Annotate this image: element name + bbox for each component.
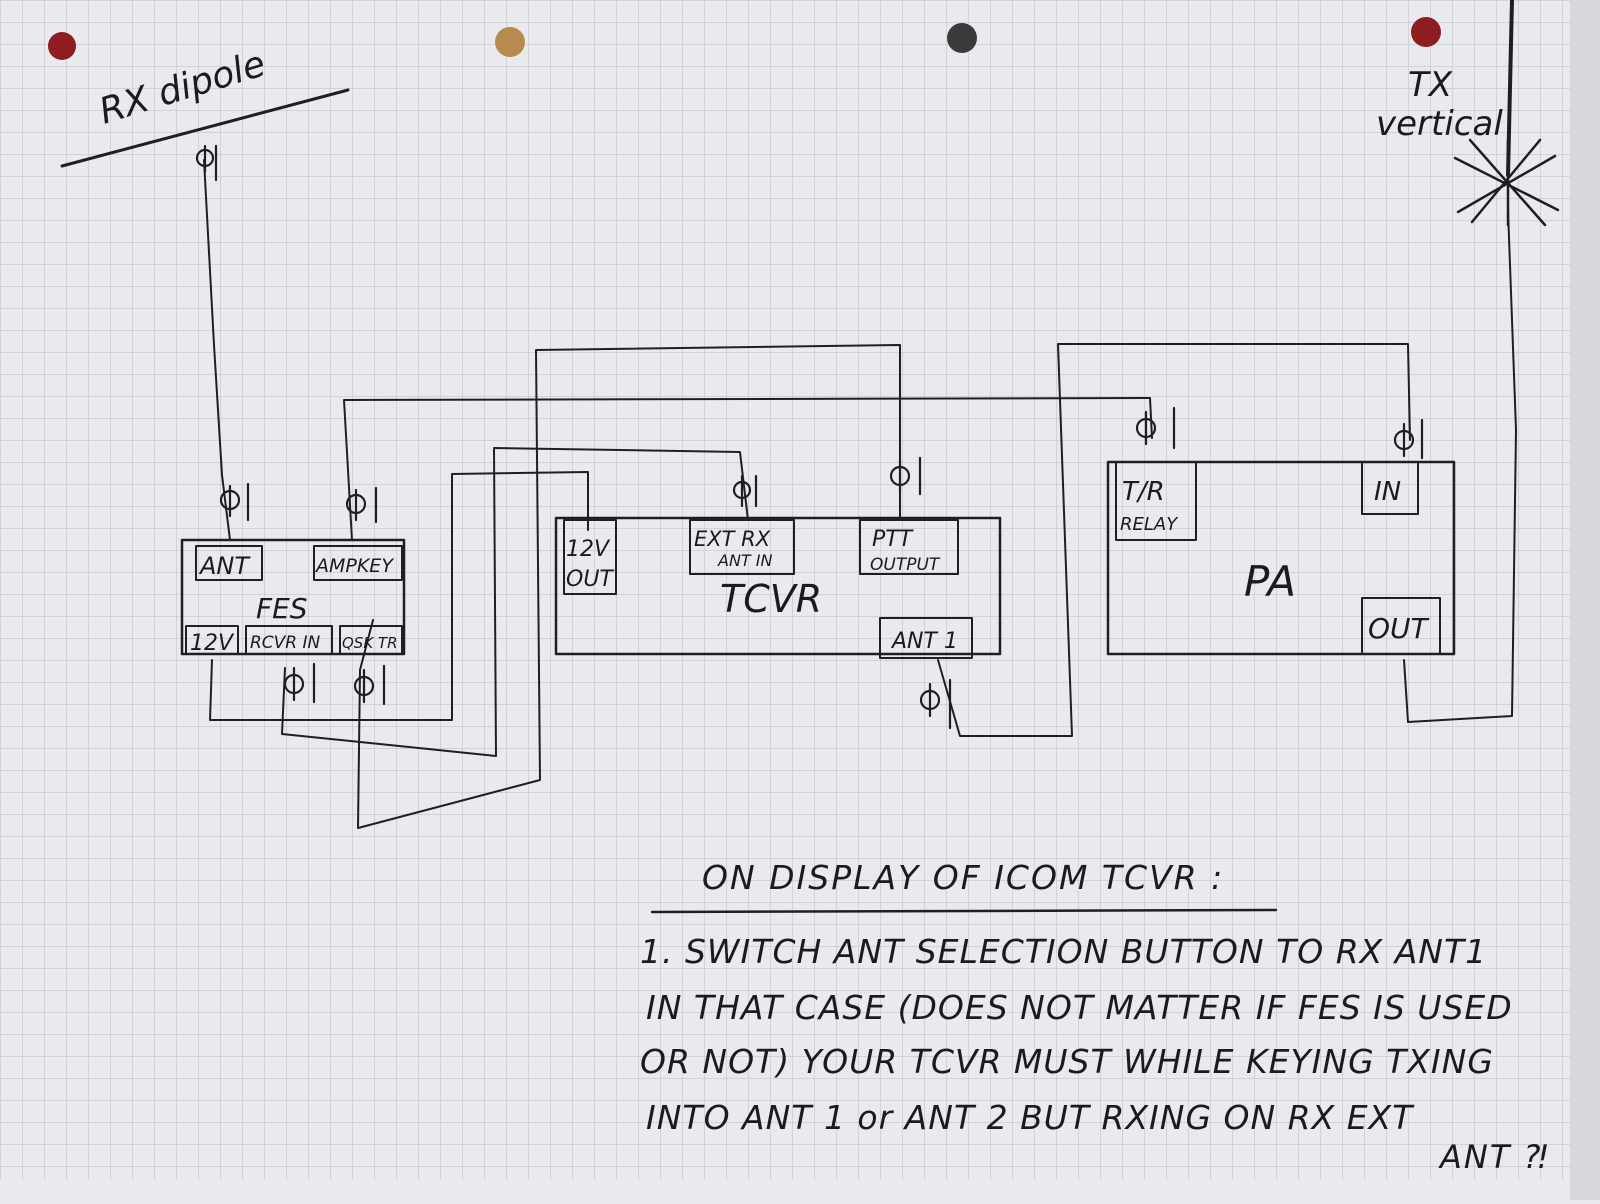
tcvr-port-12v-frame: [563, 519, 617, 595]
fes-port-rcvr-frame: [245, 625, 333, 655]
ant1-to-pa-in: [937, 343, 1411, 737]
fes-port-ampkey-frame: [313, 545, 403, 581]
fes-port-ant: ANT: [198, 552, 251, 580]
tcvr-unit: 12V OUT EXT RX ANT IN PTT OUTPUT TCVR AN…: [554, 516, 1002, 659]
punch-hole-icon: [947, 23, 977, 53]
fes-port-qsk-frame: [339, 625, 403, 655]
pa-out-to-vertical: [1403, 209, 1517, 723]
notes-heading: ON DISPLAY OF ICOM TCVR :: [702, 858, 1225, 897]
tcvr-port-ext-rx-line1: EXT RX: [694, 527, 771, 551]
tcvr-port-ant1-frame: [879, 617, 973, 659]
pa-port-tr-line1: T/R: [1122, 477, 1165, 507]
pa-box: [1106, 460, 1456, 656]
tcvr-title: TCVR: [720, 577, 822, 621]
pa-title: PA: [1244, 557, 1296, 606]
notes-line-2: IN THAT CASE (DOES NOT MATTER IF FES IS …: [646, 988, 1513, 1027]
tx-label: TX: [1408, 65, 1453, 105]
tcvr-port-12v-line2: OUT: [566, 567, 614, 592]
tcvr-port-ptt-frame: [859, 519, 959, 575]
tcvr-port-ext-rx-line2: ANT IN: [717, 551, 772, 570]
tcvr-port-ptt-line2: OUTPUT: [870, 555, 941, 575]
pa-port-in-frame: [1361, 461, 1419, 515]
dipole-element: [60, 88, 350, 168]
connector-icon: [345, 486, 378, 524]
ampkey-to-tr-relay: [343, 397, 1153, 541]
tcvr-port-ptt-line1: PTT: [872, 527, 914, 552]
fes-unit: ANT AMPKEY FES 12V RCVR IN QSK TR: [180, 538, 406, 656]
notes-line-3: OR NOT) YOUR TCVR MUST WHILE KEYING TXIN…: [640, 1042, 1494, 1081]
tcvr-port-ant1: ANT 1: [890, 629, 958, 654]
connectors: [195, 144, 1424, 730]
punch-hole-icon: [1411, 17, 1441, 47]
pa-port-tr-frame: [1115, 461, 1197, 541]
connector-icon: [283, 662, 316, 704]
pa-port-out: OUT: [1368, 612, 1430, 645]
connector-icon: [919, 678, 952, 730]
pa-unit: T/R RELAY IN PA OUT: [1106, 460, 1456, 656]
notes-line-4: INTO ANT 1 or ANT 2 BUT RXING ON RX EXT: [646, 1098, 1414, 1137]
connector-icon: [195, 144, 218, 182]
fes-port-ant-frame: [195, 545, 263, 581]
pa-port-in: IN: [1374, 477, 1401, 507]
sheet-edge: [1570, 0, 1600, 1200]
connector-icon: [219, 482, 250, 522]
connector-icon: [1393, 418, 1424, 460]
12v-supply: [209, 471, 589, 721]
grid-paper: [0, 0, 1570, 1180]
coax-and-control-wiring: [203, 159, 1517, 829]
fes-port-rcvr-in: RCVR IN: [250, 633, 321, 653]
connector-icon: [1135, 406, 1176, 450]
punch-hole-icon: [495, 27, 525, 57]
fes-port-ampkey: AMPKEY: [314, 555, 394, 577]
fes-port-12v: 12V: [190, 631, 235, 656]
fes-port-12v-frame: [185, 625, 239, 655]
tcvr-box: [554, 516, 1002, 656]
tx-vertical-antenna: TX vertical: [1376, 0, 1560, 227]
heading-underline: [650, 908, 1278, 914]
fes-title: FES: [256, 592, 308, 625]
connector-icon: [732, 474, 758, 508]
punch-hole-icon: [48, 32, 76, 60]
connector-icon: [889, 456, 922, 496]
notes-line-5: ANT ⁈: [1440, 1138, 1549, 1176]
fes-port-qsk: QSK TR: [342, 634, 398, 652]
tcvr-port-ext-rx-frame: [689, 519, 795, 575]
tx-vertical-label: vertical: [1376, 104, 1503, 144]
connector-icon: [353, 664, 386, 706]
ext-rx-to-rcvr-in: [281, 447, 749, 757]
tcvr-port-12v-line1: 12V: [566, 537, 611, 562]
pa-port-tr-line2: RELAY: [1120, 514, 1179, 535]
radial-star-icon: [1453, 138, 1560, 227]
notes-line-1: 1. SWITCH ANT SELECTION BUTTON TO RX ANT…: [640, 932, 1488, 971]
ptt-loop: [357, 344, 901, 829]
pa-port-out-frame: [1361, 597, 1441, 655]
